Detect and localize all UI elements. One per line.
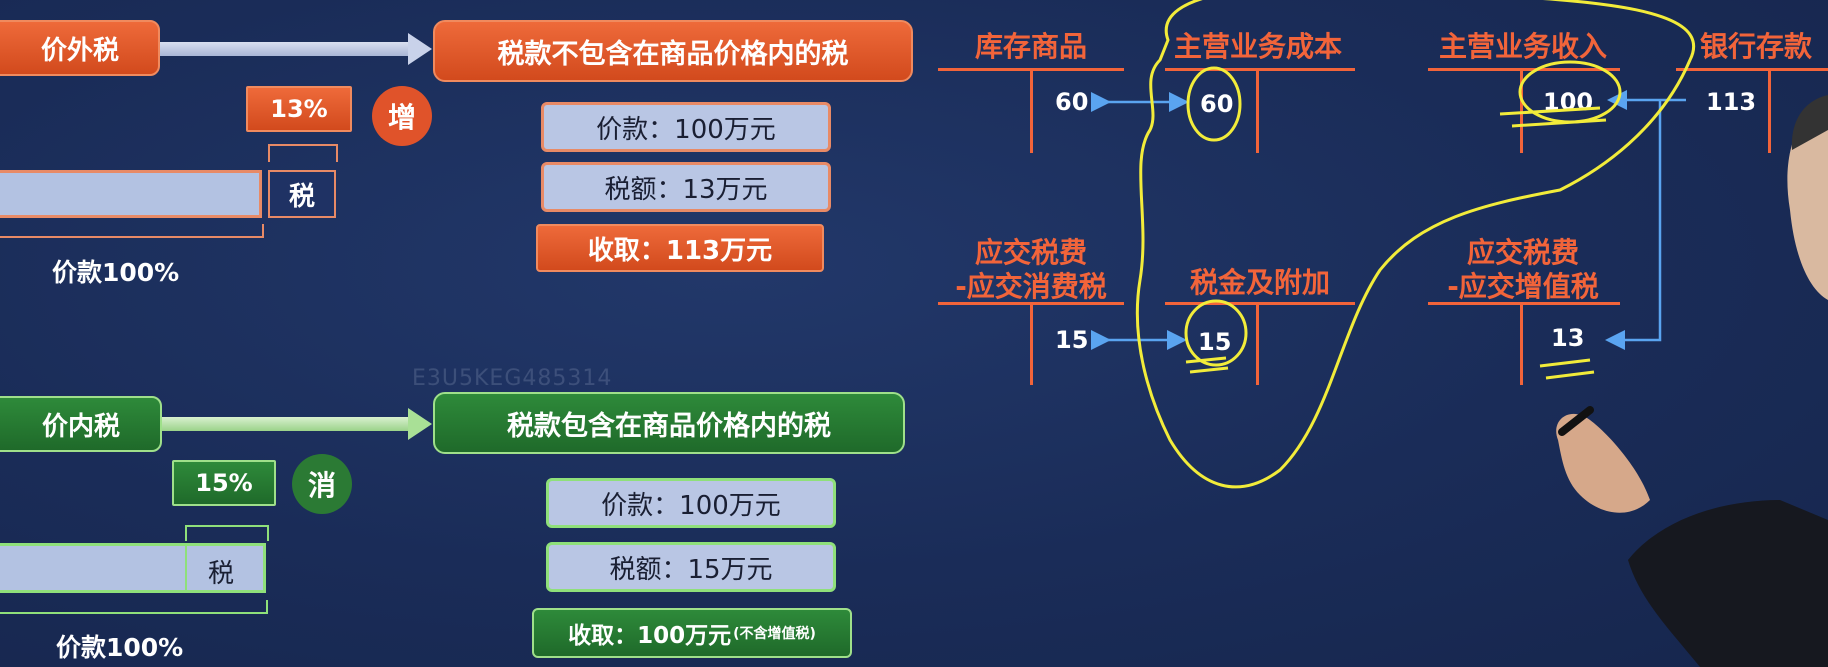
consumption-total-box: 收取：100万元 (不含增值税) (532, 608, 852, 658)
consumption-rate-label: 15% (195, 469, 253, 497)
bank-vat-connector (1605, 100, 1662, 350)
vat-payable-title-line1: 应交税费 (1466, 236, 1579, 269)
vat-arrow (160, 42, 410, 56)
t-account-cost-stem (1256, 68, 1259, 153)
consumption-badge: 消 (292, 454, 352, 514)
surcharges-underline (1185, 356, 1229, 374)
consumption-arrow (162, 417, 410, 431)
vat-definition: 税款不包含在商品价格内的税 (433, 20, 913, 82)
vat-price-bracket (0, 224, 264, 238)
vat-payable-title-line2: -应交增值税 (1447, 270, 1599, 303)
consumption-price-box-label: 价款：100万元 (601, 490, 781, 521)
vat-total-box: 收取：113万元 (536, 224, 824, 272)
t-account-revenue (1428, 68, 1620, 71)
presenter-suit (1628, 500, 1828, 667)
surcharges-value: 15 (1198, 328, 1232, 356)
vat-tag: 价外税 (0, 20, 160, 76)
t-account-inventory-stem (1030, 68, 1033, 153)
vat-tag-label: 价外税 (40, 35, 119, 66)
vat-tax-cell-label: 税 (288, 181, 315, 212)
consumption-badge-label: 消 (307, 469, 336, 502)
watermark: E3U5KEG485314 (412, 366, 613, 391)
consumption-total-box-note: (不含增值税) (733, 626, 816, 642)
inventory-title: 库存商品 (974, 30, 1087, 63)
vat-payable-underline (1539, 358, 1595, 380)
vat-badge: 增 (372, 86, 432, 146)
revenue-title: 主营业务收入 (1438, 30, 1607, 63)
inventory-value: 60 (1055, 88, 1089, 116)
surcharges-value-circle (1184, 299, 1248, 367)
cost-value: 60 (1200, 90, 1234, 118)
consumption-price-label: 价款100% (56, 633, 184, 662)
vat-price-box-label: 价款：100万元 (596, 114, 776, 145)
consumption-rate: 15% (172, 460, 276, 506)
t-account-surcharges (1165, 302, 1355, 305)
consumption-price-bar (0, 543, 266, 593)
t-account-bank (1676, 68, 1828, 71)
consumption-tag-label: 价内税 (41, 411, 120, 442)
bank-title: 银行存款 (1700, 30, 1813, 63)
consumption-bar-divider (185, 545, 187, 591)
t-account-vat-payable (1428, 302, 1620, 305)
consumption-tax-box: 税额：15万元 (546, 542, 836, 592)
t-account-consumption-tax-stem (1030, 302, 1033, 385)
vat-tax-box-label: 税额：13万元 (604, 174, 768, 205)
bank-value: 113 (1706, 88, 1757, 116)
yellow-pen-loop (1135, 0, 1695, 489)
surcharges-title: 税金及附加 (1189, 266, 1330, 299)
consumption-tax-payable-value: 15 (1055, 326, 1089, 354)
consumption-price-bracket (0, 600, 268, 614)
consumption-tax-payable-title: 应交税费 -应交消费税 (938, 236, 1124, 304)
vat-price-box: 价款：100万元 (541, 102, 831, 152)
vat-rate: 13% (246, 86, 352, 132)
consumption-price-box: 价款：100万元 (546, 478, 836, 528)
vat-definition-label: 税款不包含在商品价格内的税 (497, 38, 849, 70)
cost-title: 主营业务成本 (1173, 30, 1342, 63)
vat-payable-title: 应交税费 -应交增值税 (1418, 236, 1628, 304)
consumption-tax-payable-title-line1: 应交税费 (974, 236, 1087, 269)
t-account-cost (1165, 68, 1355, 71)
consumption-definition: 税款包含在商品价格内的税 (433, 392, 905, 454)
vat-tax-bracket (268, 144, 338, 162)
vat-price-bar (0, 170, 262, 218)
revenue-underline (1499, 106, 1607, 128)
consumption-tax-payable-title-line2: -应交消费税 (955, 270, 1107, 303)
presenter-hand (1556, 413, 1650, 513)
vat-payable-value: 13 (1551, 324, 1585, 352)
vat-rate-label: 13% (270, 95, 328, 123)
consumption-tax-bracket (185, 525, 269, 541)
vat-total-box-label: 收取：113万元 (587, 235, 773, 266)
vat-price-label: 价款100% (52, 258, 180, 287)
consumption-tax-box-label: 税额：15万元 (609, 554, 773, 585)
cost-value-circle (1186, 66, 1242, 142)
presenter-hair (1791, 95, 1828, 150)
t-account-revenue-stem (1520, 68, 1523, 153)
consumption-arrow-head (408, 408, 432, 440)
consumption-total-box-label: 收取：100万元 (568, 623, 732, 649)
consumption-tax-cell-label: 税 (208, 559, 235, 589)
presenter-pen (1558, 406, 1594, 436)
vat-badge-label: 增 (387, 101, 416, 134)
vat-arrow-head (408, 33, 432, 65)
t-account-vat-payable-stem (1520, 302, 1523, 385)
vat-tax-box: 税额：13万元 (541, 162, 831, 212)
t-account-bank-stem (1768, 68, 1771, 153)
consumption-definition-label: 税款包含在商品价格内的税 (507, 410, 831, 442)
t-account-surcharges-stem (1256, 302, 1259, 385)
presenter-body (1787, 100, 1828, 300)
vat-tax-cell: 税 (268, 170, 336, 218)
consumption-tag: 价内税 (0, 396, 162, 452)
